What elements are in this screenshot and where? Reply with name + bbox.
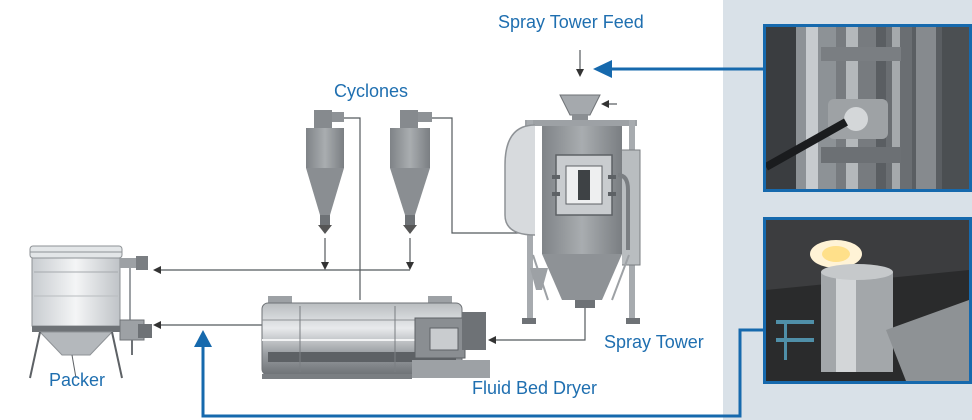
spray-tower-equipment (504, 94, 641, 324)
fluid-bed-dryer-equipment (261, 296, 490, 379)
feed-connector-arrowhead (593, 60, 612, 78)
cyclone-1-outlet-line (340, 117, 361, 300)
cyclones-label: Cyclones (334, 81, 409, 101)
packer-label: Packer (49, 370, 106, 390)
cyclone-1 (306, 110, 344, 234)
fluid-bed-dryer-label: Fluid Bed Dryer (472, 378, 598, 398)
cyclone-2-to-tower-line (430, 117, 530, 234)
spray-tower-interior-photo (763, 217, 972, 384)
tower-photo-connector (201, 328, 763, 418)
spray-tower-label: Spray Tower (604, 332, 704, 352)
feed-pipes-image (766, 27, 969, 189)
process-lines (153, 50, 617, 344)
spray-tower-feed-label: Spray Tower Feed (498, 12, 644, 32)
tower-connector-arrowhead (194, 330, 212, 347)
tower-interior-image (766, 220, 969, 381)
photo-connectors (201, 67, 763, 418)
cyclone-2 (390, 110, 432, 234)
spray-tower-feed-photo (763, 24, 972, 192)
packer-equipment (29, 245, 152, 379)
tower-to-dryer-line (488, 305, 586, 344)
